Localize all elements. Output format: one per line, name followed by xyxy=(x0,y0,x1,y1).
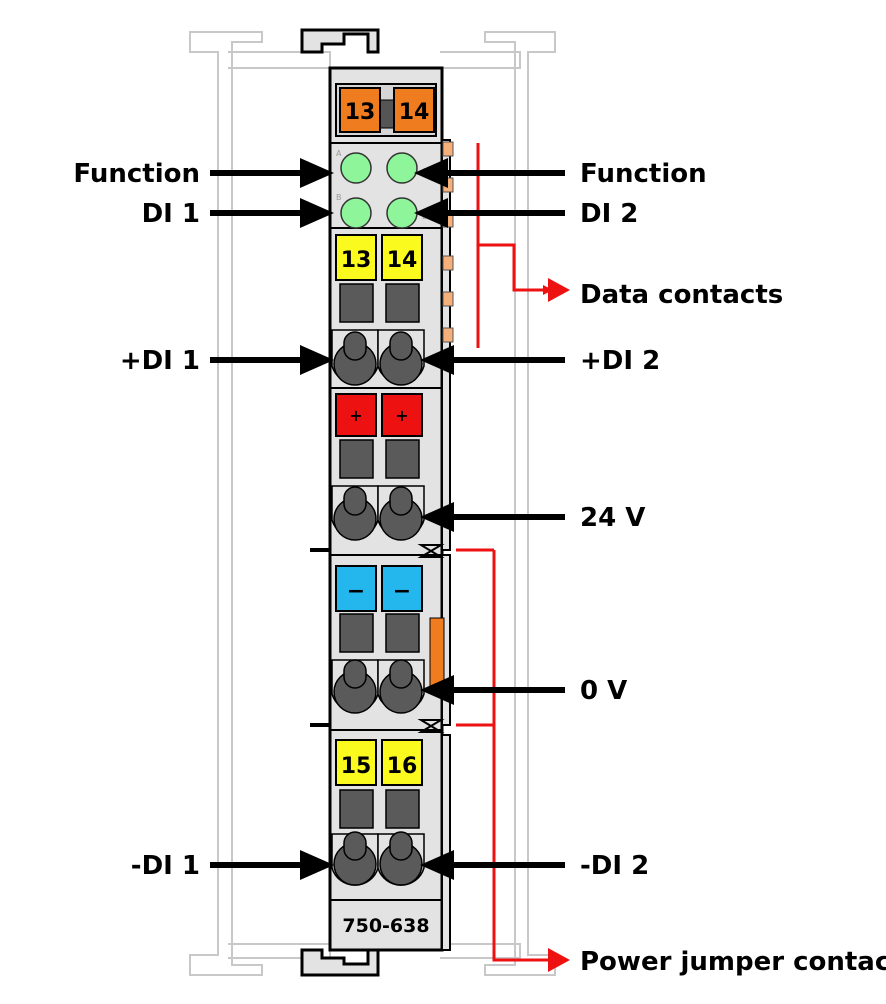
marker-13 xyxy=(335,234,377,281)
label-left-function: Function xyxy=(73,159,200,189)
marker-minus-left xyxy=(335,565,377,612)
release-button[interactable] xyxy=(385,613,420,653)
led-a xyxy=(340,152,372,184)
marker-14-text: 14 xyxy=(387,248,418,273)
top-marker-13 xyxy=(339,87,381,133)
top-marker-14 xyxy=(393,87,435,133)
label-plus-di1: +DI 1 xyxy=(120,346,200,376)
marker-15 xyxy=(335,739,377,786)
release-button[interactable] xyxy=(339,613,374,653)
marker-16-text: 16 xyxy=(387,754,418,779)
marker-13-text: 13 xyxy=(341,248,372,273)
release-button[interactable] xyxy=(339,283,374,323)
data-contacts-indicator xyxy=(476,143,553,348)
label-di1: DI 1 xyxy=(142,199,200,229)
power-jumper-contact xyxy=(429,617,445,687)
marker-plus-left-text: + xyxy=(349,406,362,425)
release-button[interactable] xyxy=(385,283,420,323)
marker-14 xyxy=(381,234,423,281)
connector-group-1: 13 14 xyxy=(331,234,425,386)
part-number: 750-638 xyxy=(342,915,429,937)
release-button[interactable] xyxy=(385,789,420,829)
marker-plus-right-text: + xyxy=(395,406,408,425)
top-marker-13-text: 13 xyxy=(345,100,376,125)
callout-arrows xyxy=(210,170,565,868)
led-c xyxy=(386,152,418,184)
marker-15-text: 15 xyxy=(341,754,372,779)
release-button[interactable] xyxy=(339,789,374,829)
connector-group-3: − − xyxy=(331,565,445,714)
marker-minus-left-text: − xyxy=(347,579,365,604)
power-jumper-indicator xyxy=(456,548,552,962)
label-data-contacts: Data contacts xyxy=(580,280,783,310)
release-button[interactable] xyxy=(339,439,374,479)
release-button[interactable] xyxy=(385,439,420,479)
led-letter-b: B xyxy=(336,193,342,202)
status-leds: A B C D xyxy=(336,149,428,229)
label-minus-di1: -DI 1 xyxy=(131,851,200,881)
label-0v: 0 V xyxy=(580,676,627,706)
label-power-jumper-contacts: Power jumper contacts xyxy=(580,947,886,977)
top-latch xyxy=(300,28,380,54)
marker-plus-left xyxy=(335,393,377,437)
label-24v: 24 V xyxy=(580,503,645,533)
marker-plus-right xyxy=(381,393,423,437)
callout-arrowheads xyxy=(300,158,454,880)
connector-group-4: 15 16 xyxy=(331,739,425,886)
label-right-function: Function xyxy=(580,159,707,189)
label-di2: DI 2 xyxy=(580,199,638,229)
top-marker-carrier: 13 14 xyxy=(335,83,437,137)
label-minus-di2: -DI 2 xyxy=(580,851,649,881)
bottom-latch xyxy=(300,948,380,977)
label-plus-di2: +DI 2 xyxy=(580,346,660,376)
marker-16 xyxy=(381,739,423,786)
led-b xyxy=(340,197,372,229)
connector-group-2: + + xyxy=(331,393,425,541)
top-marker-14-text: 14 xyxy=(399,100,430,125)
led-letter-a: A xyxy=(336,149,342,158)
marker-minus-right-text: − xyxy=(393,579,411,604)
led-d xyxy=(386,197,418,229)
marker-minus-right xyxy=(381,565,423,612)
